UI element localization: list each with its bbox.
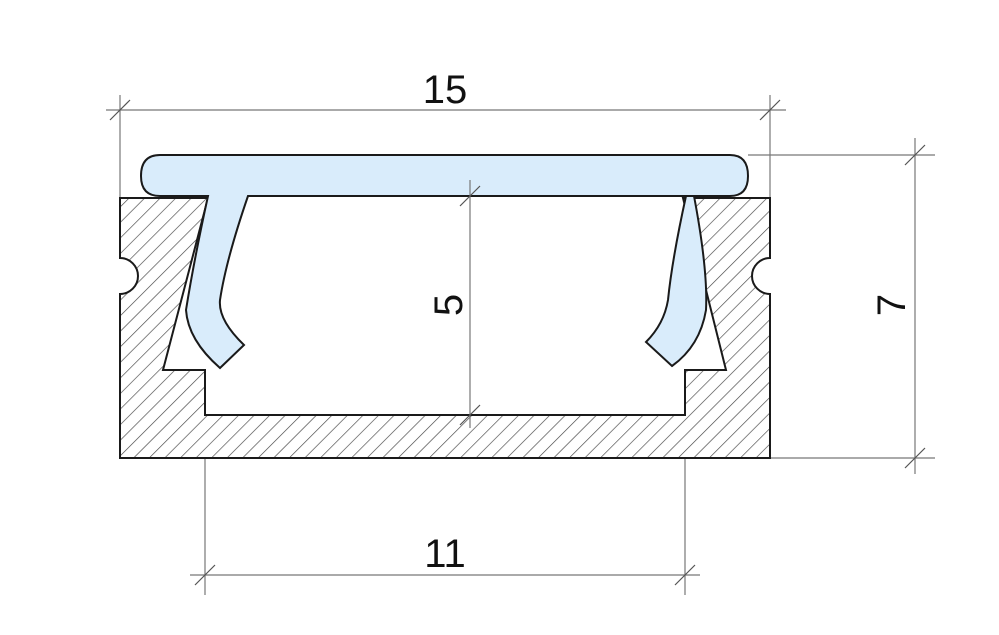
dimension-label-inner-width: 11 xyxy=(424,532,466,576)
dimension-label-overall-height: 7 xyxy=(870,294,914,316)
diffuser-cover xyxy=(139,154,750,370)
dimension-overall-height: 7 xyxy=(870,138,926,474)
aluminium-profile-body xyxy=(119,197,771,459)
dimension-inner-depth: 5 xyxy=(427,180,481,428)
dimension-label-inner-depth: 5 xyxy=(427,294,471,316)
dimension-label-overall-width: 15 xyxy=(423,68,468,112)
dimension-overall-width: 15 xyxy=(106,68,786,121)
dimension-inner-width: 11 xyxy=(190,532,700,586)
